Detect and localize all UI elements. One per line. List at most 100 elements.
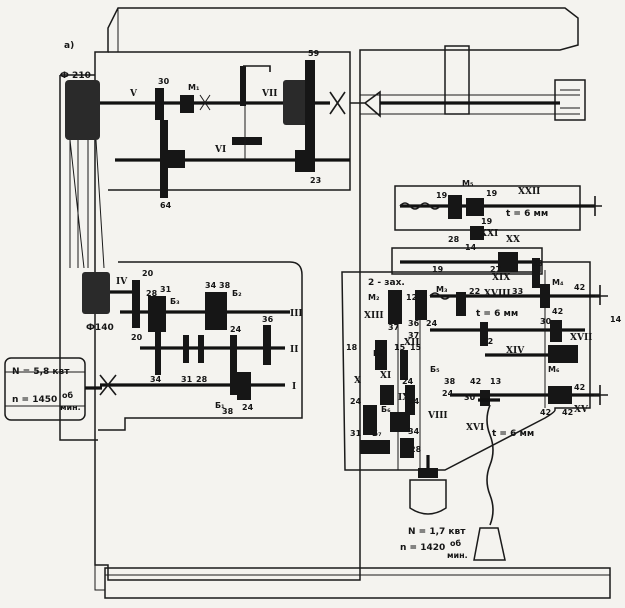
shaft-label: XVIII — [484, 289, 511, 299]
gear-label: 42 — [470, 377, 481, 386]
feed-gearbox — [341, 185, 608, 561]
coupling-label: Б₅ — [430, 365, 440, 374]
gear-label: 36 — [408, 319, 420, 328]
belt — [69, 139, 105, 269]
feed-motor-power: N = 1,7 квт — [408, 527, 466, 537]
main-motor-unit-top: об — [62, 390, 73, 400]
gear-label: 59 — [308, 49, 320, 58]
pitch-bottom: t = 6 мм — [492, 429, 534, 439]
pulley-top-label: Ф 210 — [60, 71, 91, 81]
gear-label: 23 — [310, 176, 321, 185]
coupling-label: Б₆ — [381, 405, 391, 414]
coupling-label: Б₄ — [373, 349, 383, 358]
coupling-m1 — [180, 95, 194, 113]
shaft-label: X — [354, 376, 361, 386]
gear-label: 33 — [532, 259, 543, 268]
gear-label: 19 — [486, 189, 498, 198]
coupling-m2 — [388, 290, 402, 324]
gear-label: 42 — [562, 408, 573, 417]
coupling-label: Б₂ — [232, 289, 242, 298]
gear-label: 19 — [432, 265, 444, 274]
shaft-label: III — [290, 309, 303, 319]
feed-motor — [409, 455, 447, 515]
gear-label: 30 — [540, 317, 552, 326]
coupling-label: M₄ — [552, 278, 564, 287]
shaft-label: IV — [116, 277, 128, 287]
shaft-label: I — [292, 382, 296, 392]
gear-label: 18 — [346, 343, 358, 352]
speed-gearbox — [82, 261, 303, 431]
gear-label: 24 — [350, 397, 362, 406]
gear-label: 34 — [408, 397, 420, 406]
shaft-label: VI — [214, 145, 226, 155]
shaft-label: VIII — [427, 411, 448, 421]
feed-motor-unit-top: об — [450, 538, 461, 548]
side-mark: 14 — [610, 315, 622, 324]
shaft-label: XI — [380, 371, 391, 381]
gear-label: 13 — [490, 377, 501, 386]
shaft-label: II — [290, 345, 298, 355]
coupling-label: Б₇ — [372, 429, 382, 438]
gear-label: 42 — [482, 337, 493, 346]
shaft-label: IX — [398, 393, 409, 403]
gear-label: 64 — [160, 201, 172, 210]
gear-label: 42 — [574, 383, 585, 392]
main-motor-speed: n = 1450 — [12, 395, 57, 405]
gear-label: 15 — [410, 343, 422, 352]
shaft-label: XIX — [492, 273, 510, 283]
figure-label: а) — [64, 41, 74, 51]
coupling-label: M₁ — [188, 83, 200, 92]
gear-label: 42 — [552, 307, 563, 316]
coupling-label: Б₁ — [215, 401, 225, 410]
gear-label: 31 — [160, 285, 172, 294]
gear-label: 34 — [408, 427, 420, 436]
shaft-label: XIV — [506, 346, 525, 356]
coupling-label: M₃ — [436, 285, 448, 294]
gear-label: 20 — [142, 269, 154, 278]
gear-label: 31 — [181, 375, 193, 384]
gear-label: 24 — [426, 319, 438, 328]
gear-label: 27 — [490, 265, 501, 274]
top-pulley — [65, 80, 100, 140]
gear-label: 42 — [574, 283, 585, 292]
gear-label: 37 — [388, 323, 399, 332]
shaft-label: XX — [506, 235, 520, 245]
labels: а) Ф 210 Ф140 N = 5,8 квт n = 1450 об ми… — [12, 41, 622, 560]
pulley-bottom-label: Ф140 — [86, 323, 114, 333]
gear-label: 24 — [402, 377, 414, 386]
gear-label: 38 — [219, 281, 231, 290]
gear-label: 15 — [394, 343, 406, 352]
gear-label: 28 — [410, 445, 422, 454]
shaft-label: XXII — [518, 187, 540, 197]
gear-label: 38 — [444, 377, 456, 386]
gear-label: 42 — [540, 408, 551, 417]
gear-label: 28 — [196, 375, 208, 384]
gear-label: 24 — [242, 403, 254, 412]
gear-label: 24 — [442, 389, 454, 398]
shaft-label: XIII — [364, 311, 384, 321]
shaft-label: XII — [404, 338, 419, 348]
gear-label: 24 — [230, 325, 242, 334]
gear-label: 30 — [464, 393, 476, 402]
block-b2 — [205, 292, 227, 330]
gear-label: 33 — [512, 287, 523, 296]
coupling-label: M₂ — [368, 293, 380, 302]
shaft-label: V — [129, 89, 138, 99]
gear-label: 38 — [222, 407, 234, 416]
shaft-label: XVII — [570, 333, 592, 343]
shaft-label: XXI — [480, 229, 498, 239]
gear-label: 22 — [469, 287, 480, 296]
gear-label: 30 — [158, 77, 170, 86]
coupling-label: M₆ — [548, 365, 560, 374]
gear-label: 36 — [262, 315, 274, 324]
gear-label: 34 — [205, 281, 217, 290]
feed-motor-unit-bottom: мин. — [447, 551, 468, 560]
gear-label: 28 — [146, 289, 158, 298]
feed-motor-speed: n = 1420 — [400, 543, 445, 553]
shaft-label: XV — [574, 405, 589, 415]
upper-gearbox — [65, 60, 560, 198]
gear-label: 34 — [150, 375, 162, 384]
gear-label: 28 — [448, 235, 460, 244]
